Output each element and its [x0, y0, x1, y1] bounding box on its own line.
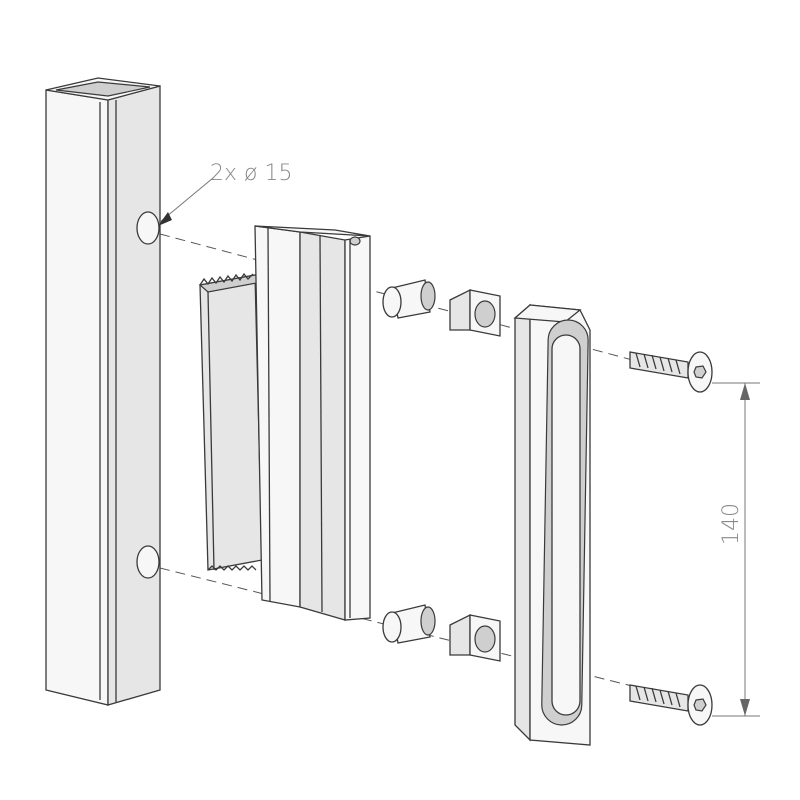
square-post — [45, 77, 161, 706]
square-insert-top — [449, 288, 501, 337]
handle-base-profile — [254, 225, 371, 621]
hole-spec-label: 2x ø 15 — [210, 161, 292, 186]
spacing-dimension-label: 140 — [719, 503, 744, 545]
screw-bottom — [629, 684, 713, 726]
spacing-dimension — [712, 382, 760, 717]
callout-arrow — [158, 212, 172, 226]
square-insert-bottom — [449, 613, 501, 662]
screw-top — [629, 351, 713, 393]
handle-cover — [513, 303, 591, 746]
bushing-top — [382, 279, 436, 319]
mounting-hole-top — [136, 211, 160, 245]
bushing-bottom — [382, 604, 436, 644]
mounting-hole-bottom — [136, 545, 160, 579]
rubber-pad — [198, 272, 264, 571]
